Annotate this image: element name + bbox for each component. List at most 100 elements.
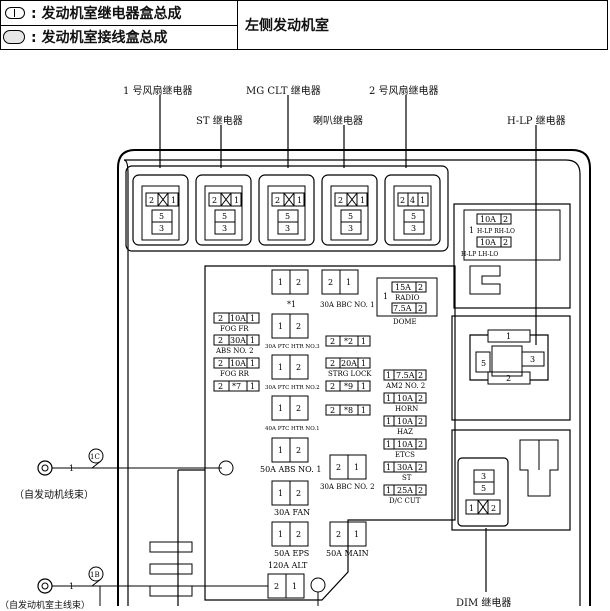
hlp-lh-pin: 2	[503, 238, 508, 247]
am2-pin-b: 2	[418, 371, 423, 380]
fan-relay-2-pin-b: 4	[410, 196, 415, 205]
location-label: 左侧发动机室	[245, 18, 329, 34]
horn-relay-callout: 喇叭继电器	[313, 116, 363, 127]
connector-1b	[37, 566, 326, 606]
star8-pin-b: 1	[361, 406, 366, 415]
star9-pin-b: 1	[361, 382, 366, 391]
bbc2-pin-2: 2	[336, 463, 341, 472]
dim-pin-3: 3	[481, 472, 486, 481]
dome-amp: 7.5A	[393, 304, 412, 313]
ptc3-pin-2: 2	[296, 322, 301, 331]
hlp-rh-name: H-LP RH-LO	[477, 228, 515, 235]
ptc1-pin-1: 1	[278, 404, 283, 413]
abs1-pin-2: 2	[296, 446, 301, 455]
bbc2-name: 30A BBC NO. 2	[320, 483, 375, 491]
horn-fuse-pin-a: 1	[386, 394, 391, 403]
abs2-name: ABS NO. 2	[215, 347, 254, 355]
abs2-pin-b: 1	[250, 336, 255, 345]
abs2-amp: 30A	[230, 336, 246, 345]
from-engine-harness-label: （自发动机线束）	[14, 490, 94, 501]
haz-pin-a: 1	[386, 417, 391, 426]
dim-pin-5: 5	[481, 484, 486, 493]
dim-relay: 3 5 1 2	[457, 439, 559, 527]
st-relay-pin-c: 5	[222, 212, 227, 221]
hlp-relay-socket: 1 5 3 2	[469, 329, 549, 385]
fan-fuse-pin-1: 1	[278, 489, 283, 498]
radio-name: RADIO	[395, 294, 420, 302]
main-pin-2: 2	[336, 530, 341, 539]
abs1-pin-1: 1	[278, 446, 283, 455]
etcs-name: ETCS	[395, 451, 415, 459]
star2-pin-a: 2	[330, 337, 335, 346]
star8-amp: *8	[344, 406, 353, 415]
etcs-pin-b: 2	[418, 440, 423, 449]
hlp-socket-pin-3: 3	[530, 355, 535, 364]
bbc1-name: 30A BBC NO. 1	[320, 301, 375, 309]
horn-fuse-name: HORN	[395, 405, 418, 413]
relay-box-symbol-icon	[5, 7, 25, 19]
am2-amp: 7.5A	[396, 371, 415, 380]
star9-amp: *9	[344, 382, 353, 391]
horn-fuse-amp: 10A	[397, 394, 413, 403]
bbc1-pin-2: 2	[328, 278, 333, 287]
st-fuse-amp: 30A	[397, 463, 413, 472]
ptc2-pin-1: 1	[278, 363, 283, 372]
fan-relay-1-pin-d: 3	[159, 224, 164, 233]
ptc2-name: 30A PTC HTR NO.2	[265, 385, 320, 391]
hlp-fuse-block: 10A 2 H-LP RH-LO 10A 2 H-LP LH-LO 1	[461, 209, 561, 295]
mg-clt-relay-pin-a: 2	[275, 196, 280, 205]
fog-fr-pin-b: 1	[250, 314, 255, 323]
star7-pin-b: 1	[250, 382, 255, 391]
am2-pin-a: 1	[386, 371, 391, 380]
fan-relay-1: 2 1 5 3	[132, 174, 189, 246]
dome-pin: 2	[418, 304, 423, 313]
star1-pin-2: 2	[296, 278, 301, 287]
st-relay-pin-d: 3	[222, 224, 227, 233]
fog-fr-pin-a: 2	[218, 314, 223, 323]
dim-relay-callout: DIM 继电器	[456, 598, 512, 609]
am2-name: AM2 NO. 2	[385, 382, 425, 390]
fog-rr-name: FOG RR	[220, 370, 250, 378]
star1-pin-1: 1	[278, 278, 283, 287]
eps-pin-2: 2	[296, 530, 301, 539]
fan-relay-1-pin-b: 1	[171, 196, 176, 205]
fan-fuse-pin-2: 2	[296, 489, 301, 498]
hlp-left-pin: 1	[469, 226, 474, 235]
ptc2-pin-2: 2	[296, 363, 301, 372]
mg-clt-relay-callout: MG CLT 继电器	[246, 86, 321, 97]
hlp-socket-pin-1: 1	[506, 332, 511, 341]
dim-pin-1: 1	[469, 504, 474, 513]
fog-fr-amp: 10A	[230, 314, 246, 323]
junction-box-symbol-icon	[3, 30, 25, 44]
ptc1-pin-2: 2	[296, 404, 301, 413]
fan-relay-2-pin-a: 2	[400, 196, 405, 205]
connector-1c-pin: 1	[69, 464, 74, 473]
fog-rr-pin-b: 1	[250, 359, 255, 368]
dccut-pin-a: 1	[386, 486, 391, 495]
star9-pin-a: 2	[330, 382, 335, 391]
fan-relay-2-pin-e: 3	[411, 224, 416, 233]
alt-name: 120A ALT	[268, 561, 308, 570]
fan-relay-2: 2 4 1 5 3	[384, 174, 441, 246]
st-fuse-pin-b: 2	[418, 463, 423, 472]
star7-pin-a: 2	[218, 382, 223, 391]
fog-rr-pin-a: 2	[218, 359, 223, 368]
mg-clt-relay-pin-d: 3	[285, 224, 290, 233]
legend-row-junction-box: : 发动机室接线盒总成	[1, 25, 237, 49]
strg-pin-b: 1	[361, 359, 366, 368]
st-relay-callout: ST 继电器	[196, 116, 243, 127]
hlp-rh-pin: 2	[503, 215, 508, 224]
dome-name: DOME	[393, 318, 417, 326]
etcs-pin-a: 1	[386, 440, 391, 449]
legend-relay-box-label: : 发动机室继电器盒总成	[31, 6, 182, 22]
haz-pin-b: 2	[418, 417, 423, 426]
abs1-name: 50A ABS NO. 1	[260, 465, 321, 474]
bbc1-pin-1: 1	[346, 278, 351, 287]
dccut-amp: 25A	[397, 486, 413, 495]
st-relay-pin-b: 1	[234, 196, 239, 205]
horn-relay-pin-b: 1	[360, 196, 365, 205]
st-relay: 2 1 5 3	[195, 174, 252, 246]
fan-relay-1-pin-a: 2	[149, 196, 154, 205]
fan-relay-2-pin-c: 1	[420, 196, 425, 205]
horn-relay: 2 1 5 3	[321, 174, 378, 246]
